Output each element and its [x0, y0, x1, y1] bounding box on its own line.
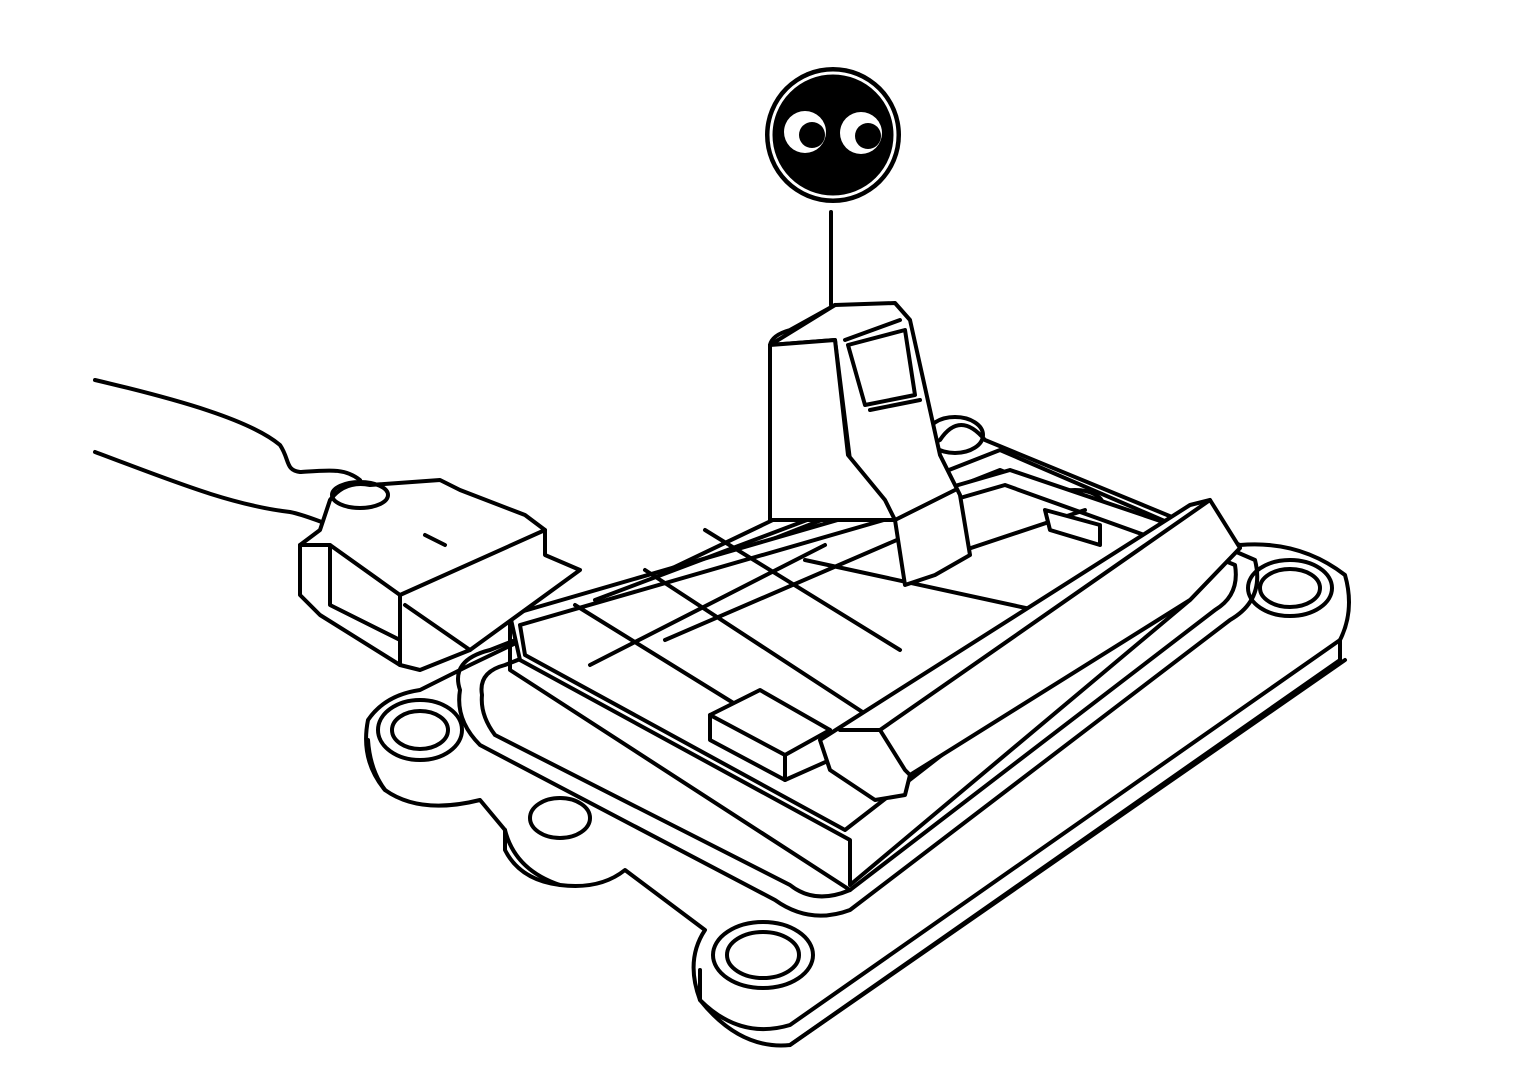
locking-lever	[768, 301, 972, 587]
inspect-eyes-icon	[765, 67, 901, 203]
wire-harness	[93, 378, 362, 527]
electrical-connector	[298, 478, 582, 672]
tray-frame	[508, 468, 1242, 892]
